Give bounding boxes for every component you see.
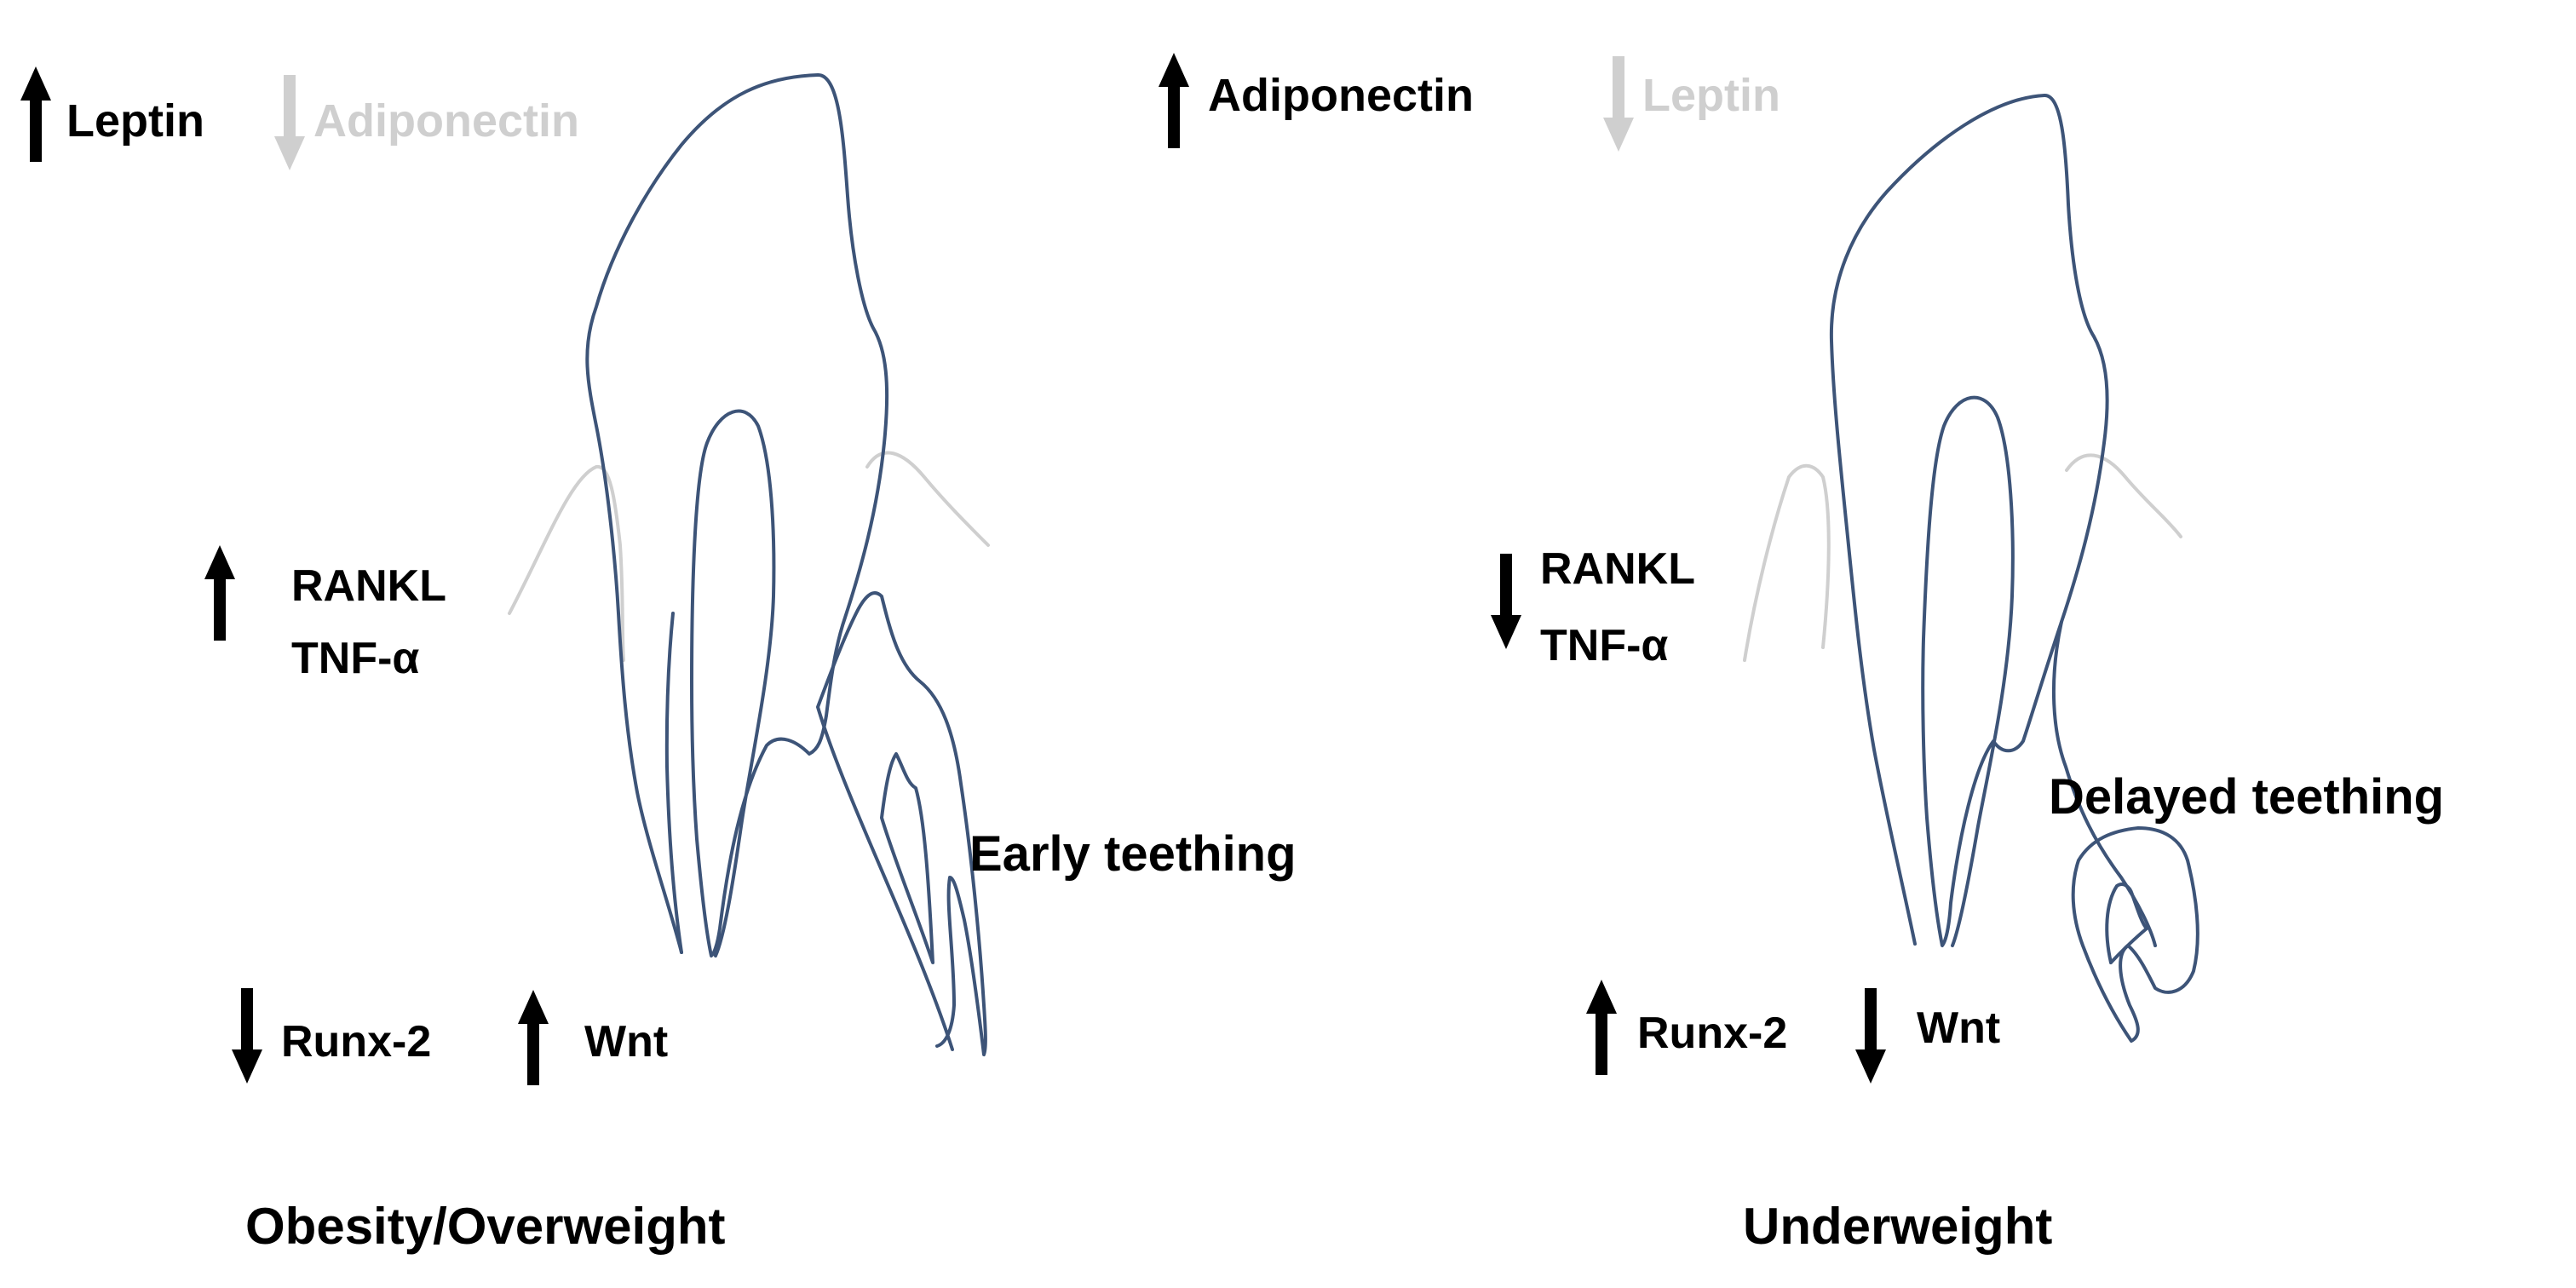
arrow-up-icon [518, 990, 549, 1085]
tnf-alpha-label: TNF-α [1540, 621, 1668, 670]
arrow-down-icon [1855, 988, 1886, 1084]
molar-root-canal [664, 612, 683, 954]
adiponectin-label: Adiponectin [1208, 70, 1474, 121]
leptin-label: Leptin [1642, 70, 1780, 121]
arrow-up-icon [20, 66, 51, 162]
arrow-down-icon [274, 75, 305, 170]
panel-obesity: Leptin Adiponectin RANKL TNF-α Early tee… [20, 66, 1297, 1255]
delayed-teething-label: Delayed teething [2049, 769, 2444, 825]
panel-underweight: Adiponectin Leptin RANKL TNF-α Delayed t… [1159, 53, 2444, 1255]
arrow-down-icon [1603, 56, 1634, 152]
rankl-label: RANKL [291, 561, 446, 611]
rankl-label: RANKL [1540, 544, 1695, 594]
arrow-up-icon [1159, 53, 1189, 148]
delayed-tooth-outline [2071, 826, 2199, 1043]
runx2-label: Runx-2 [1637, 1009, 1787, 1058]
delayed-tooth-canal [2105, 883, 2148, 964]
adiponectin-label: Adiponectin [313, 95, 579, 147]
arrow-up-icon [1586, 980, 1617, 1075]
leptin-label: Leptin [66, 95, 204, 147]
erupting-tooth-canal [880, 752, 934, 964]
molar-outline [585, 72, 889, 957]
gum-line [508, 451, 990, 662]
wnt-label: Wnt [584, 1017, 668, 1067]
tnf-alpha-label: TNF-α [291, 634, 419, 683]
runx2-label: Runx-2 [281, 1017, 431, 1067]
panel-title-underweight: Underweight [1743, 1198, 2052, 1255]
molar-outline [1829, 93, 2109, 947]
early-teething-label: Early teething [969, 826, 1297, 882]
arrow-down-icon [232, 988, 262, 1084]
arrow-down-icon [1491, 554, 1521, 649]
molar-root-canal [2051, 620, 2157, 947]
arrow-up-icon [204, 545, 235, 641]
gum-line [1743, 453, 2182, 662]
wnt-label: Wnt [1917, 1003, 2000, 1053]
erupting-tooth-outline [816, 591, 987, 1056]
panel-title-obesity: Obesity/Overweight [245, 1198, 726, 1255]
